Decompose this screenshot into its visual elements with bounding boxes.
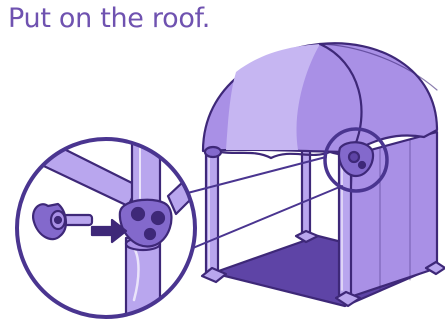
tent bbox=[202, 43, 445, 306]
tent-front-pole-left bbox=[206, 152, 218, 274]
tent-corner-connector bbox=[205, 147, 221, 157]
connector-close-up bbox=[10, 120, 212, 323]
tent-back-pole-left bbox=[302, 147, 310, 235]
small-connector-detail bbox=[339, 142, 373, 176]
tent-front-pole-right bbox=[339, 155, 351, 295]
